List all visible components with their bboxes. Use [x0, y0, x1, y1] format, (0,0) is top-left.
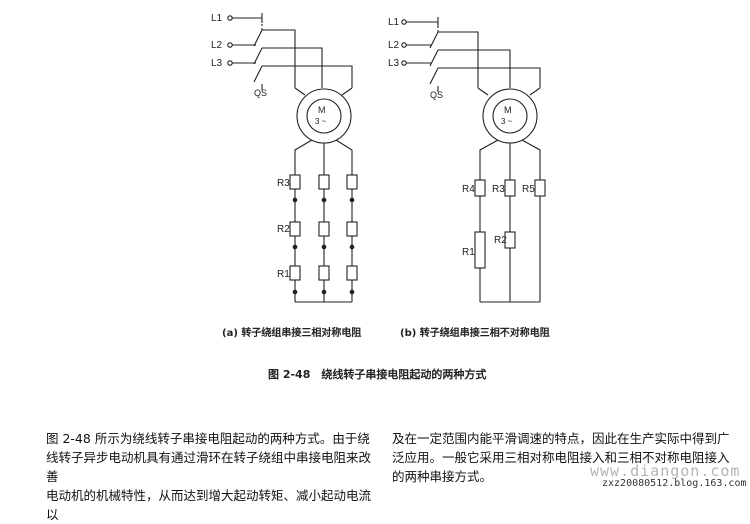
- left-circuit: [227, 13, 358, 303]
- terminal-l2-icon: [401, 42, 407, 48]
- resistor-r3: [504, 179, 516, 197]
- label-l3-right: L3: [388, 58, 400, 69]
- watermark: www.diangon.com: [590, 462, 741, 480]
- terminal-l2-icon: [227, 42, 233, 48]
- label-l1-left: L1: [211, 13, 223, 24]
- resistor-r1: [474, 231, 486, 269]
- resistor-r3-1: [289, 174, 301, 190]
- paragraph-line: 电动机的机械特性，从而达到增大起动转矩、减小起动电流以: [46, 488, 372, 522]
- paragraph-right: 及在一定范围内能平滑调速的特点，因此在生产实际中得到广 泛应用。一般它采用三相对…: [392, 429, 742, 486]
- resistor-r1-3: [346, 265, 358, 281]
- label-qs-left: QS: [254, 88, 267, 98]
- resistor-bank-right: [474, 179, 546, 303]
- motor-phase-right: 3 ~: [501, 117, 513, 126]
- caption-b: (b) 转子绕组串接三相不对称电阻: [400, 328, 550, 339]
- caption-a: (a) 转子绕组串接三相对称电阻: [222, 328, 362, 339]
- motor-phase-left: 3 ~: [315, 117, 327, 126]
- label-r1-left: R1: [277, 269, 290, 280]
- terminal-l3-icon: [401, 60, 407, 66]
- paragraph-line: 线转子异步电动机具有通过滑环在转子绕组中串接电阻来改善: [46, 450, 372, 484]
- motor-icon: [296, 88, 352, 144]
- motor-name-left: M: [318, 105, 326, 115]
- label-r1-right: R1: [462, 247, 475, 258]
- paragraph-line: 的两种串接方式。: [392, 469, 493, 484]
- right-circuit: [401, 17, 546, 303]
- resistor-r4: [474, 179, 486, 197]
- label-r3-right: R3: [492, 184, 505, 195]
- resistor-r2-1: [289, 221, 301, 237]
- motor-name-right: M: [504, 105, 512, 115]
- label-l1-right: L1: [388, 17, 400, 28]
- paragraph-line: 图 2-48 所示为绕线转子串接电阻起动的两种方式。由于绕: [46, 431, 370, 446]
- label-l3-left: L3: [211, 58, 223, 69]
- paragraph-left: 图 2-48 所示为绕线转子串接电阻起动的两种方式。由于绕 线转子异步电动机具有…: [46, 429, 381, 524]
- paragraph-line: 及在一定范围内能平滑调速的特点，因此在生产实际中得到广: [392, 431, 730, 446]
- motor-icon: [482, 88, 538, 144]
- circuit-diagrams: L1 L2 L3 QS M 3 ~ R3 R2 R1 L1 L2 L3 QS M…: [211, 13, 546, 303]
- label-qs-right: QS: [430, 90, 443, 100]
- label-r2-left: R2: [277, 224, 290, 235]
- resistor-r1-2: [318, 265, 330, 281]
- figure-title: 图 2-48 绕线转子串接电阻起动的两种方式: [268, 368, 487, 381]
- resistor-bank-left: [289, 174, 358, 303]
- terminal-l1-icon: [401, 19, 407, 25]
- blog-url: zxz20080512.blog.163.com: [602, 478, 747, 489]
- label-l2-left: L2: [211, 40, 223, 51]
- resistor-r1-1: [289, 265, 301, 281]
- resistor-r3-2: [318, 174, 330, 190]
- resistor-r3-3: [346, 174, 358, 190]
- paragraph-line: 泛应用。一般它采用三相对称电阻接入和三相不对称电阻接入: [392, 450, 730, 465]
- resistor-r5: [534, 179, 546, 197]
- resistor-r2-3: [346, 221, 358, 237]
- resistor-r2-2: [318, 221, 330, 237]
- label-r4-right: R4: [462, 184, 475, 195]
- switch-qs-icon: [253, 13, 263, 90]
- label-r2-right: R2: [494, 235, 507, 246]
- switch-qs-icon: [429, 17, 439, 92]
- terminal-l3-icon: [227, 60, 233, 66]
- label-r3-left: R3: [277, 178, 290, 189]
- label-r5-right: R5: [522, 184, 535, 195]
- terminal-l1-icon: [227, 15, 233, 21]
- label-l2-right: L2: [388, 40, 400, 51]
